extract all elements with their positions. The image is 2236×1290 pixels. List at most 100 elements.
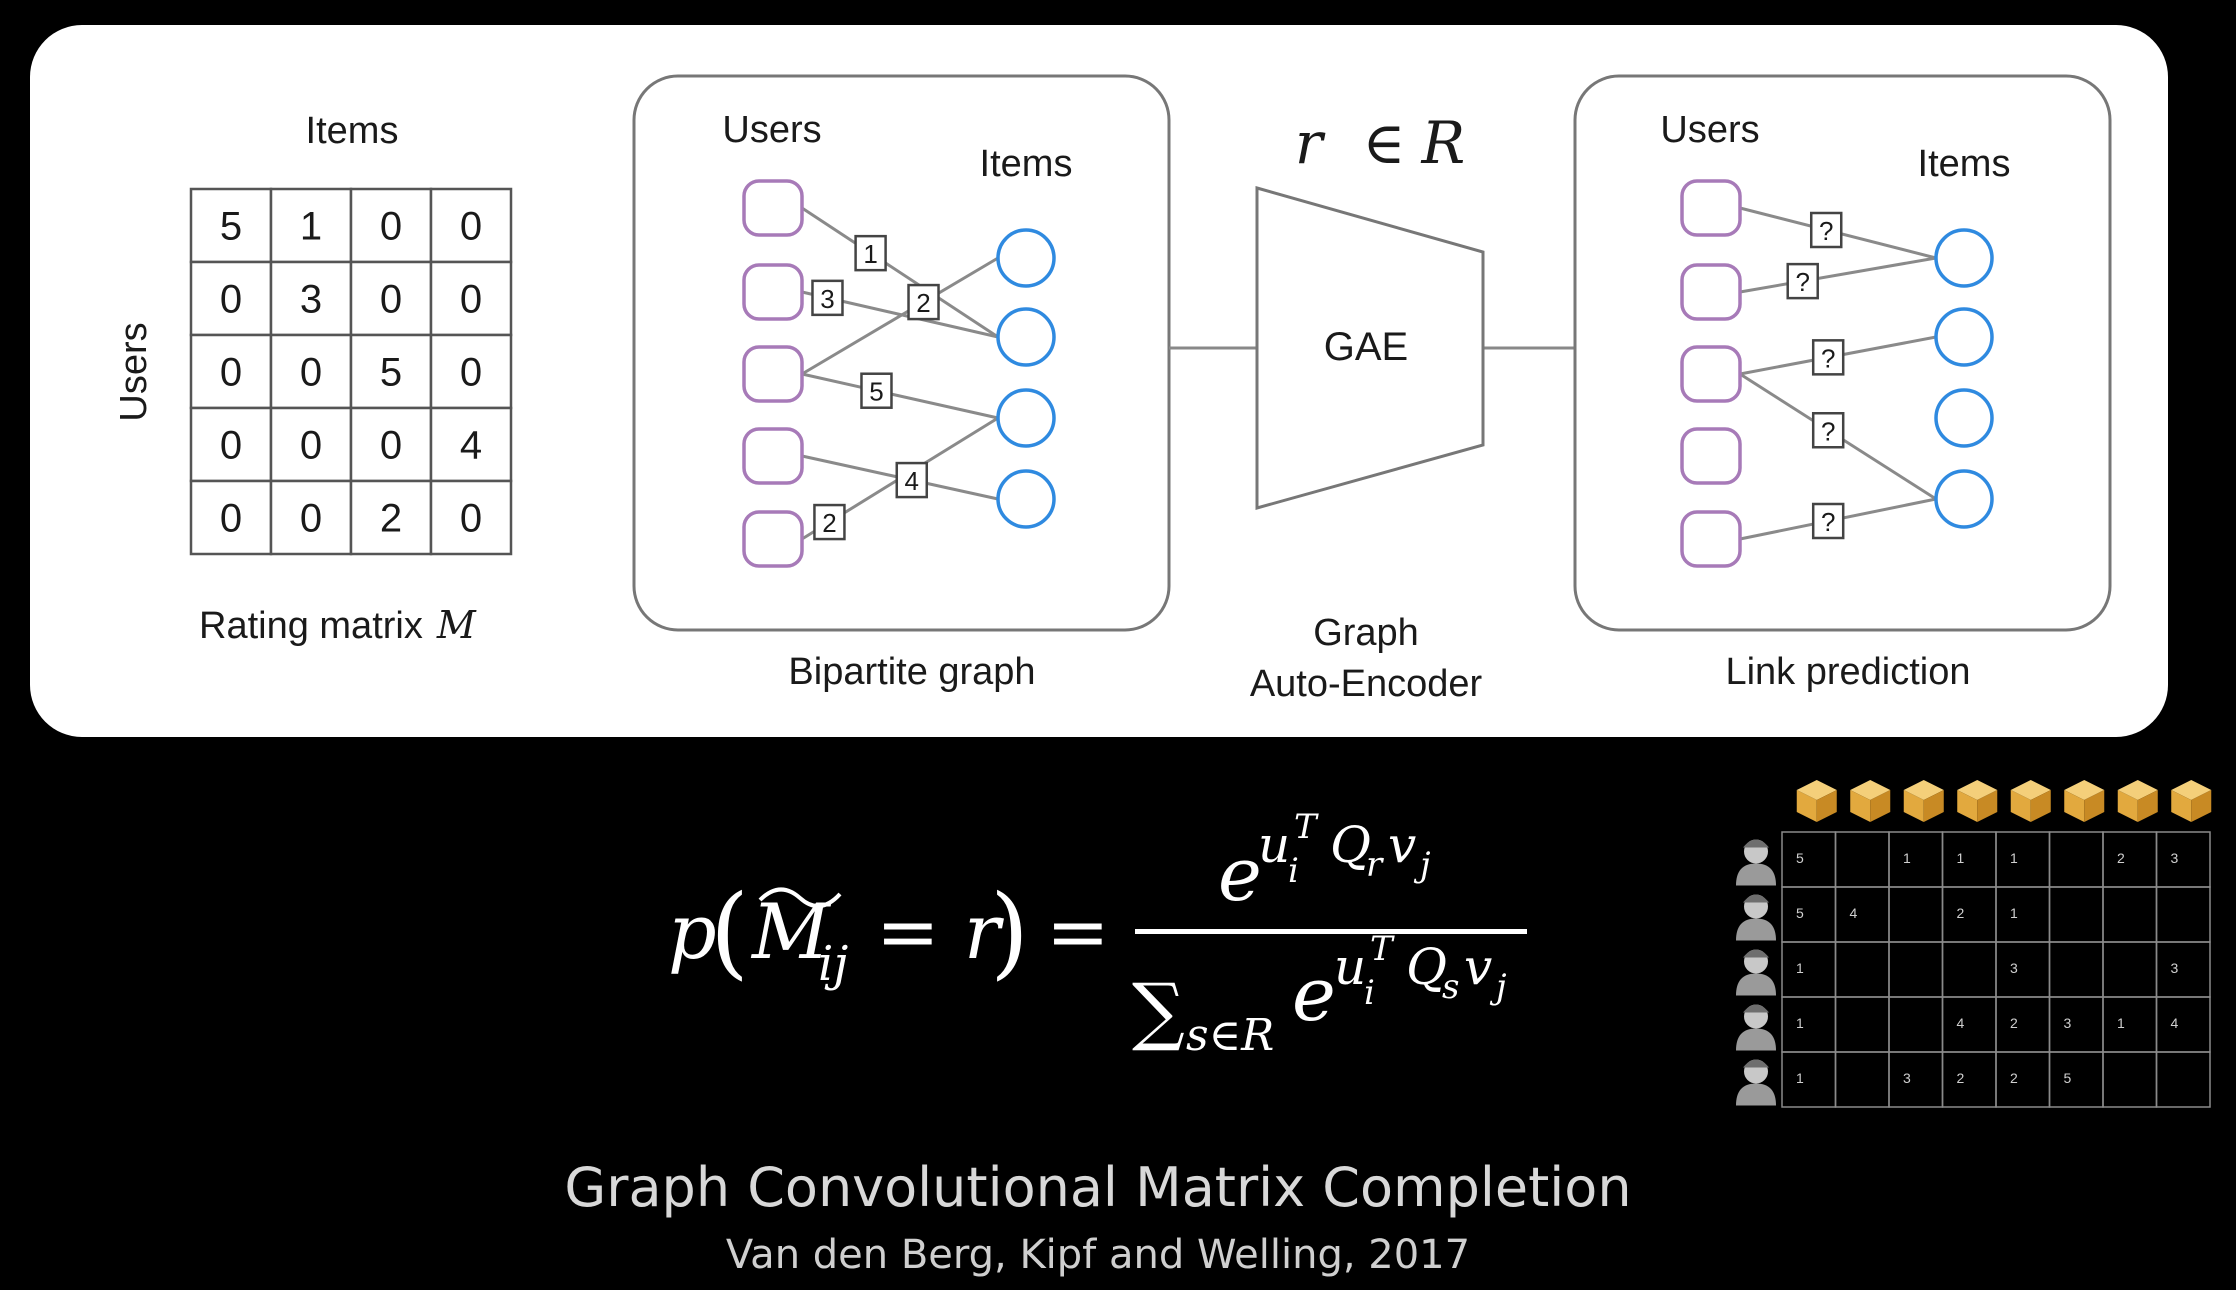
denominator-e: e — [1292, 952, 1336, 1038]
small-grid-cell — [1941, 1051, 1997, 1108]
matrix-cell-value: 0 — [380, 278, 402, 322]
user-avatar-icon — [1736, 894, 1776, 941]
small-grid-cell — [1834, 886, 1890, 943]
matrix-cell-value: 0 — [220, 424, 242, 468]
matrix-users-label: Users — [113, 322, 155, 421]
bipartite-edge — [801, 372, 999, 420]
formula-open-paren: ( — [710, 873, 749, 990]
item-box-icons — [1796, 780, 2212, 822]
matrix-items-label: Items — [306, 110, 399, 152]
bipartite-caption: Bipartite graph — [788, 651, 1035, 693]
small-grid-cell — [2048, 1051, 2104, 1108]
matrix-cell — [189, 260, 273, 337]
matrix-cell — [269, 479, 353, 556]
small-grid-value: 3 — [2171, 850, 2179, 866]
link-edge-label: ? — [1795, 267, 1809, 297]
matrix-cell-value: 0 — [300, 497, 322, 541]
link-users-label: Users — [1660, 109, 1759, 151]
denominator-v: v — [1464, 938, 1492, 996]
diagram-panel — [30, 25, 2168, 737]
matrix-cell-value: 1 — [300, 205, 322, 249]
matrix-cell-value: 0 — [300, 351, 322, 395]
matrix-cell-value: 5 — [380, 351, 402, 395]
small-grid-cell — [1834, 1051, 1890, 1108]
user-node — [742, 510, 804, 568]
matrix-cell-value: 0 — [460, 205, 482, 249]
user-node — [742, 345, 804, 403]
small-grid-cell — [1995, 886, 2051, 943]
small-grid-value: 1 — [1957, 850, 1965, 866]
small-grid-value: 3 — [2010, 960, 2018, 976]
link-edge-label-box — [1786, 262, 1819, 300]
bipartite-edge-label: 5 — [869, 377, 883, 407]
bipartite-edge-label-box — [811, 279, 844, 317]
small-grid-cell — [1995, 831, 2051, 888]
gae-section: GAE r∈R Graph Auto-Encoder — [1169, 109, 1575, 705]
link-edge-label-box — [1811, 339, 1845, 376]
matrix-cell — [429, 187, 513, 264]
gae-top-r: r — [1295, 109, 1326, 177]
small-grid-cell — [1995, 1051, 2051, 1108]
bipartite-edge-label-box — [860, 372, 893, 409]
small-grid-value: 4 — [1850, 905, 1858, 921]
link-items-label: Items — [1918, 143, 2011, 185]
matrix-cell-value: 0 — [300, 424, 322, 468]
numerator-Q: Q — [1330, 816, 1371, 874]
matrix-cell-value: 0 — [460, 497, 482, 541]
user-node — [1680, 263, 1742, 321]
small-grid-cell — [1941, 886, 1997, 943]
matrix-cell-value: 0 — [380, 205, 402, 249]
gae-caption-line1: Graph — [1313, 612, 1419, 654]
small-grid-cell — [1888, 996, 1944, 1053]
small-grid-cell — [1834, 941, 1890, 998]
bipartite-edge-label: 4 — [905, 466, 919, 496]
small-grid-value: 2 — [2117, 850, 2125, 866]
link-edge-label-box — [1809, 211, 1843, 249]
formula-close-paren: ) — [990, 873, 1029, 990]
small-grid-cell — [2102, 831, 2158, 888]
matrix-caption-symbol: M — [436, 603, 477, 647]
denominator-sigma: ∑ — [1132, 968, 1185, 1054]
matrix-cell-value: 4 — [460, 424, 482, 468]
package-box-icon — [2171, 780, 2212, 822]
gae-top-in: ∈ — [1363, 109, 1406, 177]
small-grid-value: 5 — [1796, 850, 1804, 866]
link-edge-label: ? — [1821, 416, 1835, 446]
small-grid-cell — [1781, 996, 1837, 1053]
small-grid-cell — [1781, 886, 1837, 943]
matrix-cell-value: 2 — [380, 497, 402, 541]
matrix-cell — [269, 333, 353, 410]
matrix-caption-text: Rating matrix — [199, 605, 423, 647]
small-grid-cell — [2048, 886, 2104, 943]
bipartite-users-label: Users — [722, 109, 821, 151]
small-grid-value: 3 — [1903, 1070, 1911, 1086]
matrix-cell-value: 0 — [380, 424, 402, 468]
user-avatar-icon — [1736, 1059, 1776, 1106]
matrix-cell — [269, 260, 353, 337]
matrix-caption: Rating matrix M — [199, 603, 477, 647]
small-grid-cell — [2155, 886, 2211, 943]
small-grid-cell — [1941, 831, 1997, 888]
user-node — [1680, 510, 1742, 568]
user-node — [1680, 427, 1742, 485]
small-grid-cell — [2048, 941, 2104, 998]
item-node — [1934, 228, 1994, 288]
matrix-cell-value: 0 — [220, 351, 242, 395]
small-grid-value: 2 — [2010, 1015, 2018, 1031]
small-grid-cell — [2048, 996, 2104, 1053]
link-edge-labels: ????? — [1786, 211, 1845, 540]
small-grid-value: 3 — [2064, 1015, 2072, 1031]
citation-title: Graph Convolutional Matrix Completion — [564, 1156, 1631, 1219]
formula-tilde — [758, 887, 842, 908]
link-edge-label: ? — [1821, 343, 1835, 373]
user-node — [1680, 345, 1742, 403]
link-edge — [1739, 256, 1937, 294]
bipartite-items-label: Items — [980, 143, 1073, 185]
matrix-cell-value: 0 — [220, 278, 242, 322]
denominator-s: s — [1442, 967, 1459, 1007]
package-box-icon — [1850, 780, 1891, 822]
matrix-cell — [429, 260, 513, 337]
small-grid-cell — [2048, 831, 2104, 888]
